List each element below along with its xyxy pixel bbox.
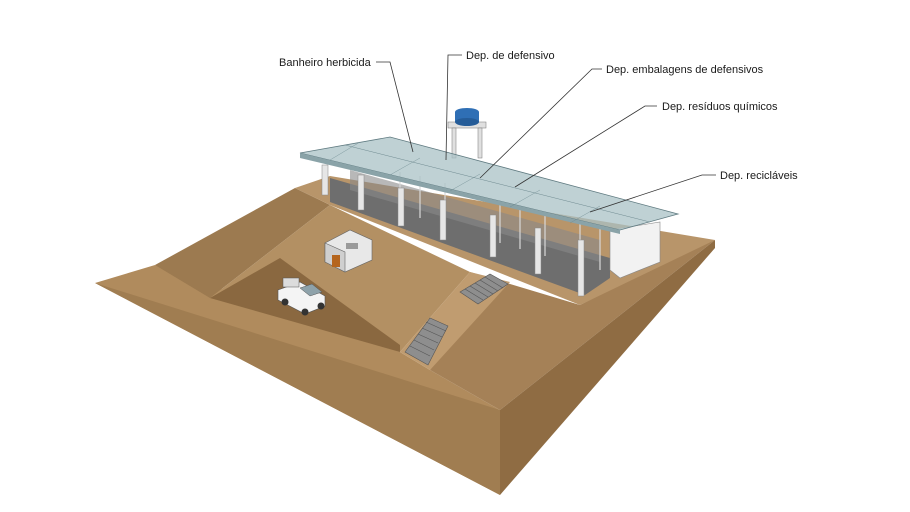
label-dep-residuos: Dep. resíduos químicos	[662, 101, 778, 113]
pickup-truck	[277, 277, 326, 316]
roof-edge	[300, 153, 620, 234]
stairs	[404, 273, 509, 366]
roof-top	[299, 136, 680, 231]
herbicide-shed	[324, 229, 373, 273]
terrain-front-face	[95, 283, 500, 495]
label-dep-defensivo: Dep. de defensivo	[466, 50, 555, 62]
column	[489, 214, 497, 258]
column	[534, 227, 542, 275]
column	[397, 187, 405, 227]
leader-dep-residuos	[514, 105, 657, 188]
water-tower	[447, 108, 487, 159]
column	[321, 164, 329, 196]
glass-roof	[299, 136, 680, 234]
stairs-lower	[404, 317, 449, 366]
label-dep-reciclaveis: Dep. recicláveis	[720, 170, 798, 182]
leader-dep-embalagens	[479, 68, 602, 179]
terrain-left-embankment	[155, 188, 330, 298]
column	[439, 199, 447, 241]
leader-dep-defensivo	[445, 54, 462, 161]
leader-dep-reciclaveis	[589, 174, 716, 213]
leader-lines	[376, 54, 716, 213]
label-dep-embalagens: Dep. embalagens de defensivos	[606, 64, 764, 76]
column	[577, 239, 585, 297]
terrain-right-face	[500, 240, 715, 495]
building	[321, 164, 661, 297]
building-end-wall	[609, 221, 661, 279]
label-banheiro-herbicida: Banheiro herbicida	[279, 57, 372, 69]
column	[357, 174, 365, 211]
leader-banheiro	[376, 61, 414, 153]
